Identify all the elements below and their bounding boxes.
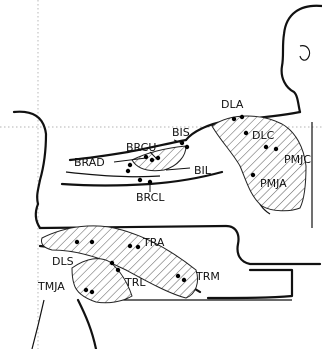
marker-dot <box>240 115 244 119</box>
marker-dot <box>128 163 132 167</box>
leg-outline-2 <box>32 300 44 349</box>
label-trm: TRM <box>195 270 220 283</box>
marker-dot <box>136 245 140 249</box>
label-trl: TRL <box>124 276 146 289</box>
marker-dot <box>264 145 268 149</box>
label-dlc: DLC <box>252 129 275 142</box>
label-dla: DLA <box>221 98 244 111</box>
marker-dot <box>274 147 278 151</box>
marker-dot <box>128 244 132 248</box>
label-brcl: BRCL <box>136 191 165 204</box>
label-pmja: PMJA <box>260 177 287 190</box>
table-edge <box>208 270 292 298</box>
marker-dot <box>126 169 130 173</box>
marker-dot <box>138 178 142 182</box>
marker-dot <box>148 180 152 184</box>
marker-dot <box>182 278 186 282</box>
marker-dot <box>232 117 236 121</box>
marker-dot <box>244 131 248 135</box>
label-tmja: TMJA <box>37 280 65 293</box>
label-dls: DLS <box>52 255 74 268</box>
marker-dot <box>156 156 160 160</box>
label-brad: BRAD <box>74 156 105 169</box>
marker-dot <box>84 288 88 292</box>
marker-dot <box>90 290 94 294</box>
label-pmjc: PMJC <box>284 153 311 166</box>
marker-dot <box>75 240 79 244</box>
marker-dot <box>176 274 180 278</box>
label-brcu: BRCU <box>126 141 156 154</box>
marker-dot <box>185 145 189 149</box>
marker-dot <box>251 173 255 177</box>
label-bil: BIL <box>194 164 212 177</box>
leg-outline <box>78 300 96 349</box>
lower-head-outline <box>14 112 46 204</box>
marker-dot <box>116 268 120 272</box>
marker-dot <box>90 240 94 244</box>
label-bis: BIS <box>172 126 190 139</box>
ear-outline <box>300 46 310 60</box>
arm-inner-line <box>66 172 160 177</box>
marker-dot <box>110 261 114 265</box>
marker-dot <box>150 158 154 162</box>
label-tra: TRA <box>142 236 165 249</box>
